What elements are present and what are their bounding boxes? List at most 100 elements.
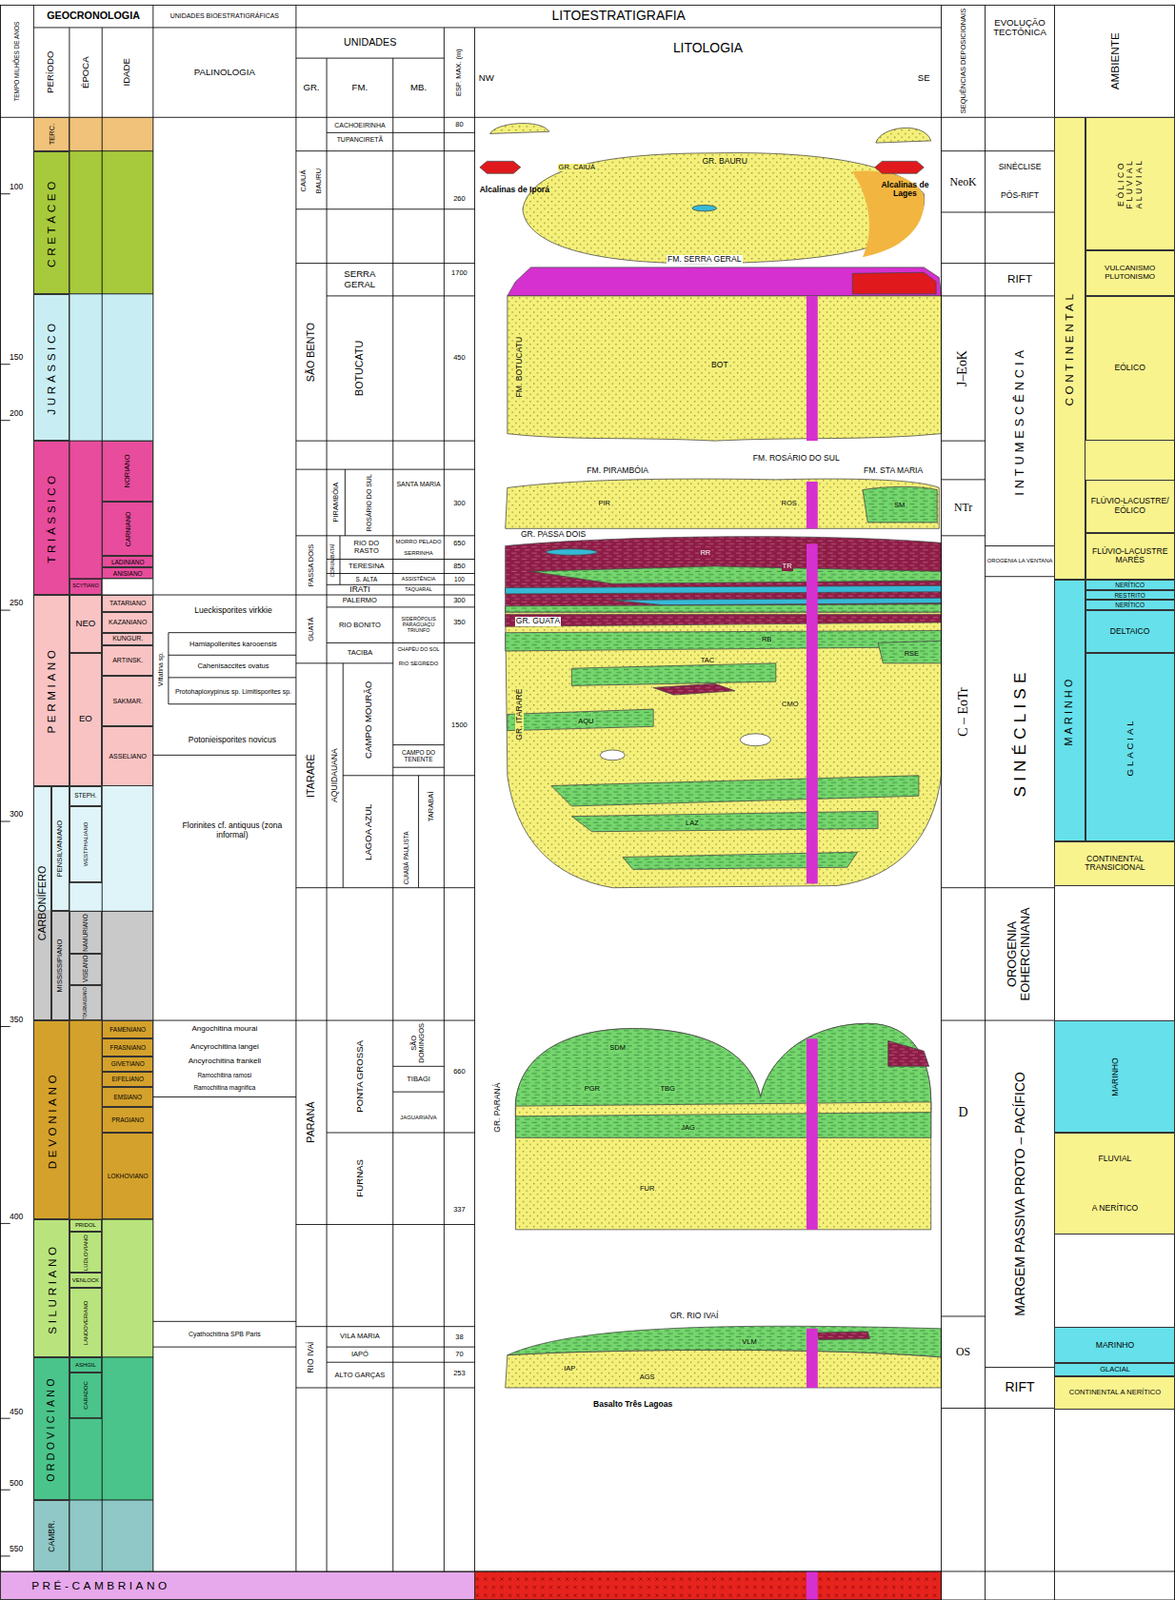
label-box: INTUMESCÊNCIA [985,296,1056,547]
label-text: PÓS-RIFT [999,191,1040,200]
band-text: DELTAICO [1110,627,1151,637]
band-text: EÓLICO FLUVIAL ALUVIAL [1116,158,1144,209]
label-text: NeoK [948,176,977,189]
label-box: PONTA GROSSA [326,1020,394,1134]
age-cell: CARNIANO [101,501,154,557]
period-fill-part [69,151,154,295]
label-text: UNIDADES [342,37,398,49]
period-band: ORDOVICIANO [33,1357,70,1501]
band-text: CRETÁCEO [45,178,59,268]
dike-part [806,296,818,441]
node-text-frame: ANISIANO [102,568,153,578]
label-text: BOTUCATU [354,339,366,398]
label-text: Vittatina sp. [157,651,165,688]
table-grid-part [33,4,1055,1600]
label-box: 100 [443,575,475,586]
label-box: 1700 [443,267,475,279]
epoch-cell: WESTPHALIANO [69,806,102,883]
band-text: NEO [75,618,96,630]
label-text: RIO IVAÍ [306,1340,316,1375]
label-box: SM [888,499,912,512]
label-text: OROGENIA LA VENTANA [986,557,1055,564]
label-text: GR. CAIUÁ [557,163,597,172]
label-box: PÓS-RIFT [985,181,1056,211]
label-box: 253 [443,1369,475,1381]
node-text-frame: FLUVIALA NERÍTICO [1055,1134,1175,1235]
period-fill-part [69,117,154,151]
label-text: SM [893,501,906,510]
environment-band: GLACIAL [1054,1363,1175,1377]
label-box: ALTO GARÇAS [326,1362,394,1389]
label-box: ROS [776,497,803,510]
epoch-cell: CARADOC [69,1373,102,1419]
label-box: CUIABÁ PAULISTA [393,829,419,889]
node-text-frame: LUDLOVIANO [70,1233,101,1273]
label-text: PGR [583,1085,601,1094]
node-text-frame: NEO [70,596,101,653]
label-box: CAIUÁ [296,153,312,209]
label-box: C – EoTr [940,536,985,889]
band-text: EÓLICO [1114,363,1145,373]
band-text: EIFELIANO [111,1075,144,1083]
environment-band: MARINHO [1054,579,1085,843]
label-text: Basalto Três Lagoas [592,1400,674,1410]
epoch-cell: ASHGIL [69,1357,102,1374]
lithology-section-part [505,1350,942,1389]
epoch-cell: PRIDOL [69,1219,102,1233]
label-text: RIFT [1006,273,1034,286]
label-text: 550 [8,1545,24,1554]
label-text: D [957,1105,970,1120]
label-box: 200 [0,408,32,420]
label-box: 450 [443,352,475,364]
label-text: CACHOEIRINHA [333,121,386,130]
label-box: MARGEM PASSIVA PROTO – PACÍFICO [985,1020,1056,1369]
label-text: RIO SEGREDO [398,660,439,667]
label-text: SDM [608,1044,627,1053]
band-text: VISEANO [81,955,89,983]
table-grid-part [0,151,1175,1573]
band-text: KAZANIANO [108,618,147,627]
label-text: TIBAGI [405,1075,432,1084]
lithology-section-part [739,734,771,747]
lithology-section-part [571,663,776,687]
band-text: GLACIAL [1099,1366,1131,1375]
band-text: FAMENIANO [109,1026,146,1034]
node-text-frame: ARTINSK. [102,646,153,676]
label-text: GR. GUATÁ [515,617,561,626]
band-text: LADINIANO [111,558,145,566]
label-text: BAURU [315,167,323,195]
band-text: ANISIANO [113,570,143,578]
period-fill-part [69,440,102,579]
label-text: ALTO GARÇAS [334,1372,387,1380]
lithology-section-part [852,272,937,295]
label-box: 1500 [443,719,475,732]
label-text: FM. STA MARIA [862,466,924,476]
node-text-frame: KAZANIANO [102,613,153,632]
age-cell: NORIANO [101,440,154,502]
band-text: TOURNAISIANO [82,987,88,1020]
period-band: PERMIANO [33,595,70,786]
label-box: FM. ROSÁRIO DO SUL [750,444,842,472]
label-text: SÃO DOMINGOS [410,1020,427,1067]
label-box: IAPÓ [326,1347,394,1363]
node-text-frame: CONTINENTAL A NERÍTICO [1055,1377,1175,1409]
label-box: UNIDADES BIOESTRATIGRÁFICAS [153,4,297,28]
node-text-frame: EIFELIANO [102,1073,153,1087]
label-box: SINÉCLISE [985,577,1056,889]
period-fill-part [101,1219,154,1358]
band-text: EMSIANO [113,1094,142,1101]
age-cell: TATARIANO [101,595,154,613]
table-grid-part [940,151,1055,1410]
label-box: TAC [694,655,721,666]
band-text: GIVETIANO [111,1060,145,1068]
label-text: Ramochitina magnifica [192,1084,257,1092]
node-text-frame: DEVONIANO [34,1021,69,1219]
label-text: PONTA GROSSA [355,1039,366,1115]
label-text: TBG [658,1085,676,1094]
label-text: UNIDADES BIOESTRATIGRÁFICAS [169,12,280,20]
label-box: CORUMBATAÍ [326,536,340,585]
label-text: Florinites cf. antiquus (zona informal) [168,821,297,840]
band-text: CARBONÍFERO [36,866,48,942]
label-text: 38 [454,1334,464,1342]
